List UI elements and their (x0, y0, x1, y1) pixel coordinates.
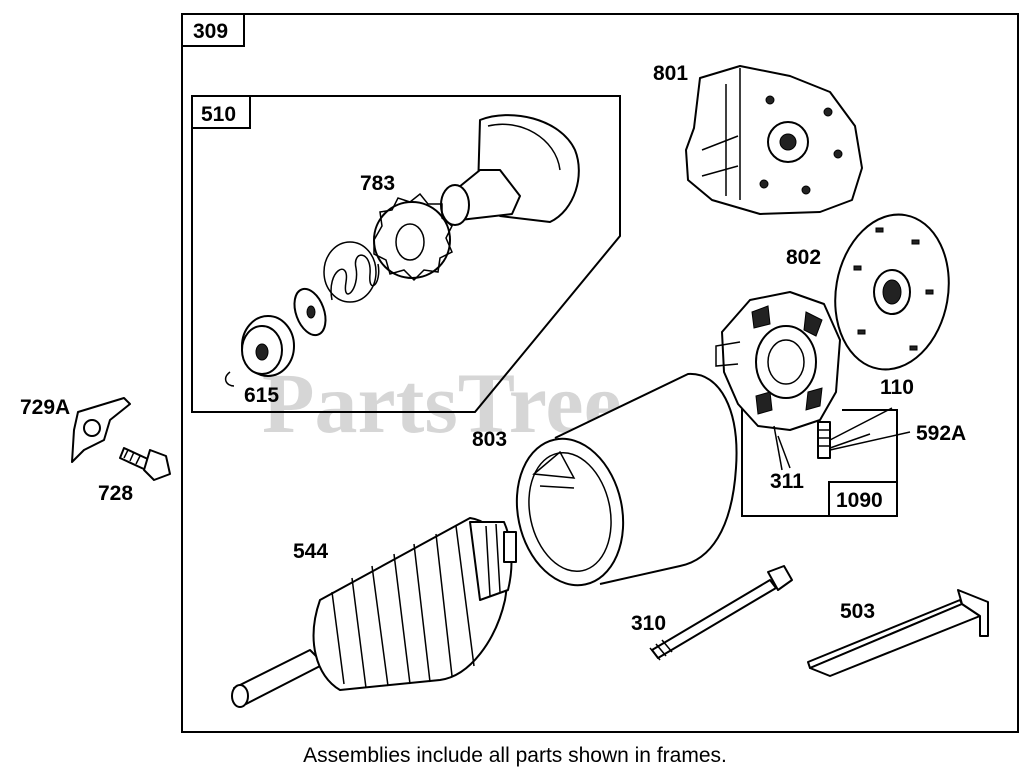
frame-510: 510 (191, 95, 621, 413)
label-783: 783 (360, 172, 395, 195)
label-803: 803 (472, 428, 507, 451)
washer (293, 287, 327, 337)
label-503: 503 (840, 600, 875, 623)
screw-728 (119, 447, 171, 481)
collar-615 (224, 315, 295, 387)
label-728: 728 (98, 482, 133, 505)
label-802: 802 (786, 246, 821, 269)
label-615: 615 (244, 384, 279, 407)
frame-309: 309 (181, 13, 1019, 733)
frame-label-309: 309 (193, 20, 228, 43)
frame-1090: 1090 (741, 409, 898, 517)
end-plate-802 (834, 213, 950, 371)
label-544: 544 (293, 540, 328, 563)
label-801: 801 (653, 62, 688, 85)
brush-holder-assembly (715, 291, 911, 471)
frame-label-1090: 1090 (836, 489, 883, 512)
label-729a: 729A (20, 396, 70, 419)
bracket-801 (685, 65, 863, 215)
leader-lines (777, 433, 871, 469)
housing-803 (515, 372, 738, 587)
strip-503 (807, 589, 989, 677)
label-310: 310 (631, 612, 666, 635)
bracket-729a (71, 397, 131, 463)
drive-pinion-783 (373, 114, 580, 282)
diagram-caption: Assemblies include all parts shown in fr… (303, 744, 727, 767)
part-labels: 801 783 802 615 110 729A 592A 803 728 31… (20, 62, 966, 635)
frame-label-510: 510 (201, 103, 236, 126)
through-bolt-310 (649, 565, 793, 661)
armature-544 (231, 517, 517, 708)
label-311: 311 (770, 470, 804, 493)
label-110: 110 (880, 376, 914, 399)
spring (323, 241, 380, 303)
label-592a: 592A (916, 422, 966, 445)
